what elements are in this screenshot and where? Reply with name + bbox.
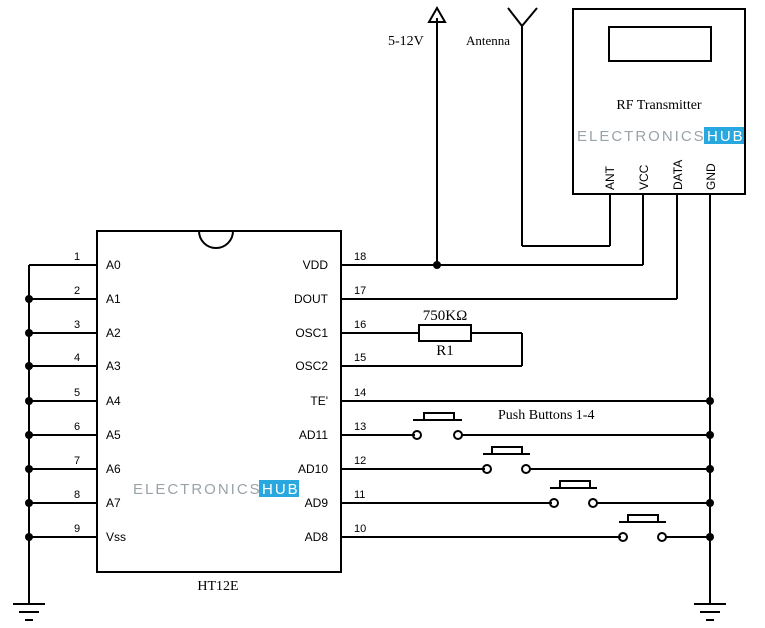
right-pin-label: AD10 (298, 462, 328, 476)
antenna-symbol (507, 7, 611, 247)
resistor-r1 (418, 324, 472, 342)
right-pin-label: TE' (310, 394, 328, 408)
power-label: 5-12V (388, 34, 424, 49)
ic-name: HT12E (197, 579, 238, 594)
right-pin-label: VDD (303, 258, 329, 272)
right-pin-number: 12 (354, 455, 366, 467)
watermark-logo-center: ELECTRONICS HUB (133, 480, 300, 498)
right-pin-number: 14 (354, 387, 366, 399)
svg-text:ELECTRONICS: ELECTRONICS (133, 481, 262, 498)
right-pin-number: 16 (354, 319, 366, 331)
left-pin-label: A2 (106, 326, 121, 340)
right-pin-number: 13 (354, 421, 366, 433)
antenna-label: Antenna (466, 33, 510, 48)
right-pin-number: 18 (354, 251, 366, 263)
right-pin-label: AD8 (305, 530, 329, 544)
left-pin-number: 6 (74, 421, 80, 433)
left-pin-label: A5 (106, 428, 121, 442)
right-pin-label: AD11 (299, 428, 328, 442)
watermark-logo-top: ELECTRONICS HUB (577, 127, 745, 145)
power-arrow (427, 5, 447, 23)
rf-module-box (572, 8, 746, 195)
right-pin-number: 15 (354, 352, 366, 364)
rf-module-display (608, 26, 712, 62)
right-pin-label: DOUT (294, 292, 329, 306)
left-pin-number: 2 (74, 285, 80, 297)
left-pin-label: A6 (106, 462, 121, 476)
right-pin-label: AD9 (305, 496, 329, 510)
left-pin-number: 8 (74, 489, 80, 501)
left-pin-label: A4 (106, 394, 121, 408)
push-button-1 (412, 412, 710, 440)
rf-pin-labels: ANT VCC DATA GND (603, 160, 718, 190)
svg-text:HUB: HUB (262, 481, 300, 498)
resistor-ref: R1 (436, 343, 454, 359)
push-button-4 (618, 514, 710, 542)
left-pin-label: Vss (106, 530, 126, 544)
rf-pin-data: DATA (671, 160, 685, 190)
ground-symbol-right (694, 603, 726, 621)
rf-pin-gnd: GND (704, 163, 718, 190)
left-pin-label: A0 (106, 258, 121, 272)
right-pin-label: OSC2 (295, 359, 328, 373)
resistor-value: 750KΩ (423, 308, 467, 324)
right-pin-number: 10 (354, 523, 366, 535)
right-pin-number: 11 (354, 489, 365, 501)
right-pin-label: OSC1 (295, 326, 328, 340)
left-pin-number: 3 (74, 319, 80, 331)
ground-symbol-left (13, 603, 45, 621)
svg-text:HUB: HUB (707, 128, 745, 145)
left-pin-number: 5 (74, 387, 80, 399)
right-pin-wires (341, 264, 710, 538)
left-pin-number: 7 (74, 455, 80, 467)
rf-pin-vcc: VCC (637, 164, 651, 190)
left-pin-label: A1 (106, 292, 121, 306)
left-pin-label: A7 (106, 496, 121, 510)
left-pin-label: A3 (106, 359, 121, 373)
left-pin-wires (28, 264, 97, 604)
right-pin-number: 17 (354, 285, 366, 297)
push-button-3 (549, 480, 710, 508)
push-buttons-label: Push Buttons 1-4 (498, 408, 594, 423)
ic-body (96, 230, 342, 573)
push-button-2 (482, 446, 710, 474)
left-pin-number: 1 (74, 251, 80, 263)
rf-pin-ant: ANT (603, 165, 617, 190)
rf-module-title: RF Transmitter (616, 98, 702, 113)
svg-text:ELECTRONICS: ELECTRONICS (577, 128, 706, 145)
junction-dots (25, 261, 714, 541)
ic-notch (198, 230, 234, 249)
left-pin-number: 4 (74, 352, 80, 364)
left-pin-number: 9 (74, 523, 80, 535)
